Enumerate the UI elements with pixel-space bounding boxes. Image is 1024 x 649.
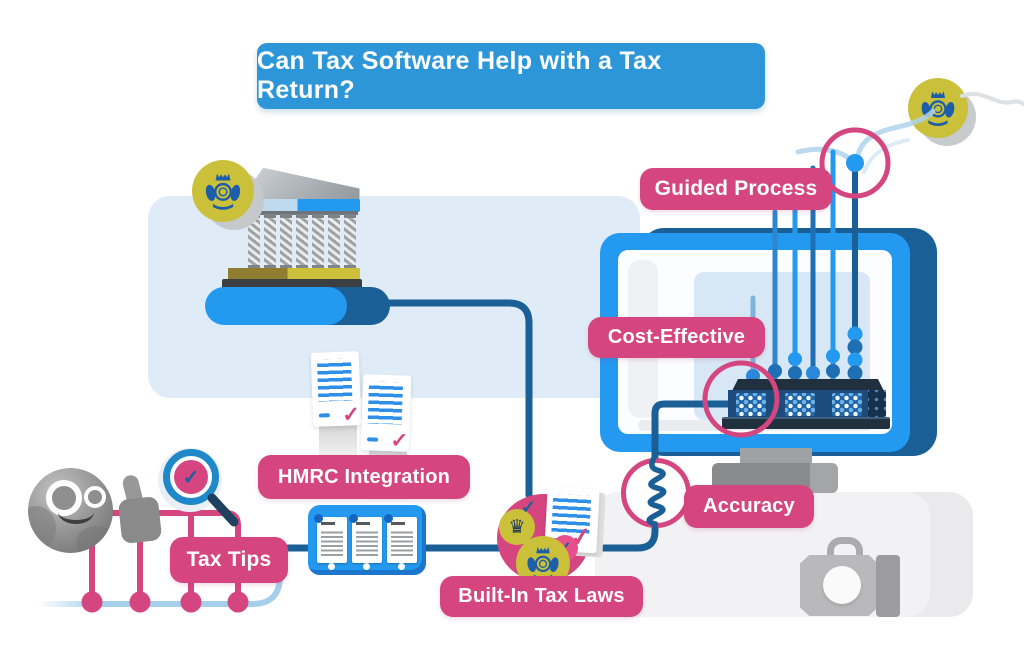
building-column <box>264 214 276 269</box>
document-text-lines <box>356 529 378 557</box>
blue-node-dot <box>846 154 864 172</box>
pinned-document <box>384 514 417 563</box>
building-column <box>328 214 340 269</box>
briefcase-lock <box>823 566 861 604</box>
checkmark-icon: ✓ <box>182 466 200 489</box>
crown-icon: ♛ <box>508 516 526 538</box>
briefcase-handle-icon <box>827 537 863 559</box>
mascot-eye-right <box>84 486 106 508</box>
label-hmrc-integration: HMRC Integration <box>258 455 470 499</box>
page-title: Can Tax Software Help with a Tax Return? <box>257 47 662 104</box>
hmrc-crest-icon <box>201 169 245 213</box>
document-board <box>308 505 426 575</box>
building-plinth-blue <box>205 287 347 325</box>
title-banner: Can Tax Software Help with a Tax Return? <box>257 43 765 109</box>
label-guided-process: Guided Process <box>640 168 832 210</box>
hmrc-document: ✓ <box>360 374 412 453</box>
monitor-stand-base-step <box>810 463 838 493</box>
document-text-lines <box>316 358 353 402</box>
document-dash <box>318 413 330 418</box>
building-frieze <box>246 199 360 212</box>
building-column <box>280 214 292 269</box>
label-text: Built-In Tax Laws <box>458 585 625 607</box>
calculator-dot-panel <box>832 393 862 416</box>
mascot-patch <box>76 526 113 553</box>
label-text: HMRC Integration <box>277 465 451 488</box>
pin-icon <box>349 514 358 523</box>
hmrc-crest-icon <box>917 87 959 129</box>
label-text: Cost-Effective <box>607 326 746 348</box>
pin-icon <box>314 514 323 523</box>
board-dot <box>398 563 405 570</box>
abacus-base-plinth <box>722 417 890 429</box>
label-text: Tax Tips <box>186 548 272 571</box>
abacus-base-front <box>728 390 886 419</box>
thumbs-up-fist <box>117 496 163 544</box>
label-tax-tips: Tax Tips <box>170 537 288 583</box>
checkmark-icon: ✓ <box>390 429 409 453</box>
label-accuracy: Accuracy <box>684 485 814 528</box>
hmrc-document: ✓ <box>310 351 362 427</box>
board-dot <box>363 563 370 570</box>
pink-dots <box>81 591 249 613</box>
accuracy-coil-circle <box>621 458 691 528</box>
hmrc-badge-building <box>192 160 254 222</box>
magnifier-lens: ✓ <box>174 460 208 494</box>
document-title-line <box>321 522 335 525</box>
label-built-in-tax-laws: Built-In Tax Laws <box>440 576 643 617</box>
pinned-document <box>349 514 382 563</box>
document-text-lines <box>391 529 413 557</box>
building-column <box>344 214 356 269</box>
building-dark-base <box>222 279 362 289</box>
document-title-line <box>356 522 370 525</box>
calculator-dot-panel <box>736 393 766 416</box>
board-dot <box>328 563 335 570</box>
checkmark-icon: ✓ <box>341 403 361 427</box>
label-cost-effective: Cost-Effective <box>588 317 765 358</box>
building-architrave <box>246 211 358 215</box>
label-text: Guided Process <box>654 177 818 200</box>
magnifier-handle <box>207 493 239 527</box>
building-gold-base <box>228 268 360 280</box>
magnifier-ring <box>163 449 219 505</box>
document-text-lines <box>321 529 343 557</box>
mascot-patch <box>28 506 56 550</box>
building-column <box>296 214 308 269</box>
curve-to-badge <box>795 146 858 167</box>
hmrc-badge-top-right <box>908 78 968 138</box>
pin-icon <box>384 514 393 523</box>
calculator-dot-panel <box>785 393 815 416</box>
label-text: Accuracy <box>703 495 795 517</box>
document-title-line <box>391 522 405 525</box>
mascot-smile <box>58 500 94 524</box>
calculator-dark-section <box>868 390 886 419</box>
document-dash <box>366 437 379 442</box>
document-text-lines <box>367 381 404 425</box>
building-column <box>312 214 324 269</box>
checkmark-icon: ✓ <box>521 497 537 517</box>
pinned-document <box>314 514 347 563</box>
briefcase-strip <box>876 555 900 617</box>
